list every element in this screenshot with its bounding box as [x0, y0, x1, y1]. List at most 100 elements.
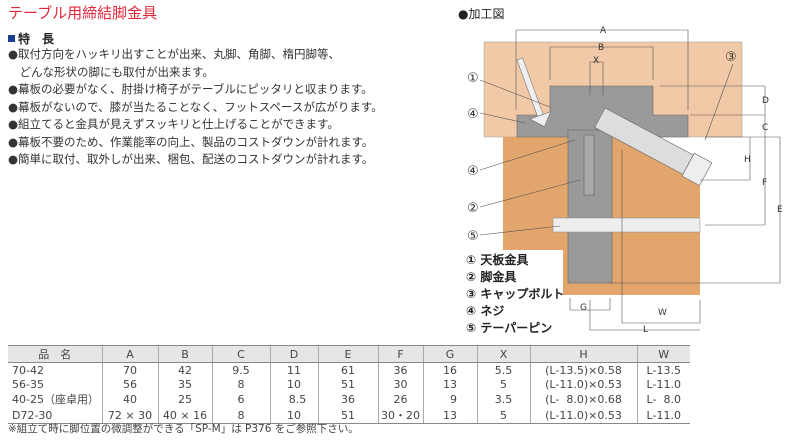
- diagram-legend: ① 天板金具 ② 脚金具 ③ キャップボルト ④ ネジ ⑤ テーパーピン: [466, 252, 564, 337]
- table-cell: 26: [377, 391, 423, 407]
- dim-L: L: [643, 325, 648, 335]
- table-cell: 9.5: [211, 362, 270, 377]
- column-header: W: [636, 345, 690, 363]
- table-cell: 30・20: [377, 407, 423, 424]
- feature-item: ●幕板がないので、膝が当たることなく、フットスペースが広がります。: [8, 99, 383, 114]
- callout-3: ③: [725, 50, 737, 65]
- table-cell: 9: [422, 391, 477, 407]
- table-cell: L- 8.0: [636, 391, 690, 407]
- table-cell: 36: [317, 391, 378, 407]
- table-cell: 70-42: [12, 363, 44, 377]
- dim-C: C: [762, 123, 768, 133]
- table-cell: 5.5: [476, 362, 530, 377]
- column-header: D: [269, 345, 318, 363]
- table-cell: 51: [317, 407, 378, 424]
- taper-pin: [552, 217, 701, 233]
- dim-A: A: [600, 26, 607, 36]
- dim-D: D: [762, 96, 769, 106]
- feature-item: ●簡単に取付、取外しが出来、梱包、配送のコストダウンが計れます。: [8, 152, 374, 166]
- table-cell: 35: [157, 377, 212, 391]
- column-header: C: [211, 345, 270, 363]
- dim-X: X: [593, 56, 599, 66]
- dimension-lines: [479, 29, 781, 331]
- column-header: A: [101, 345, 158, 363]
- table-cell: 8.5: [269, 391, 318, 407]
- dim-H: H: [744, 155, 751, 165]
- column-header: 品 名: [8, 345, 102, 363]
- table-cell: 40 × 16: [157, 407, 212, 424]
- table-cell: 8: [211, 407, 270, 424]
- cap-bolt: [594, 107, 713, 186]
- table-cell: 5: [476, 377, 530, 391]
- table-cell: 13: [422, 407, 477, 424]
- table-cell: 11: [269, 362, 318, 377]
- dim-B: B: [598, 43, 604, 53]
- table-cell: 70: [101, 362, 158, 377]
- legend-item: ③ キャップボルト: [466, 287, 565, 301]
- leg-screw: [583, 134, 595, 196]
- column-header: B: [157, 345, 212, 363]
- table-cell: 10: [269, 377, 318, 391]
- table-cell: 25: [157, 391, 212, 407]
- table-cell: L-13.5: [636, 362, 690, 377]
- table-cell: (L-11.0)×0.53: [529, 377, 637, 391]
- column-header: H: [529, 345, 637, 363]
- callout-5: ⑤: [467, 229, 479, 244]
- callout-2: ②: [467, 201, 479, 216]
- footnote: ※組立て時に脚位置の微調整ができる「SP-M」は P376 をご参照下さい。: [8, 423, 359, 435]
- feature-item: ●幕板の必要がなく、肘掛け椅子がテーブルにピッタリと収まります。: [8, 82, 373, 96]
- table-cell: 51: [317, 377, 378, 391]
- legend-item: ① 天板金具: [466, 253, 529, 267]
- features-heading: 特 長: [8, 30, 54, 47]
- callout-1: ①: [467, 71, 479, 86]
- dim-G: G: [580, 303, 587, 313]
- table-cell: 13: [422, 377, 477, 391]
- table-cell: 36: [377, 362, 423, 377]
- table-cell: 42: [157, 362, 212, 377]
- table-cell: 40: [101, 391, 158, 407]
- table-cell: (L-11.0)×0.53: [529, 407, 637, 424]
- table-cell: (L- 8.0)×0.68: [529, 391, 637, 407]
- table-cell: 56: [101, 377, 158, 391]
- diagram-heading: ●加工図: [458, 7, 505, 21]
- legend-item: ⑤ テーパーピン: [466, 321, 553, 335]
- column-header: E: [317, 345, 378, 363]
- legend-item: ② 脚金具: [466, 270, 517, 284]
- column-header: X: [476, 345, 530, 363]
- table-cell: 3.5: [476, 391, 530, 407]
- table-cell: 56-35: [12, 377, 44, 391]
- square-bullet-icon: [8, 35, 15, 42]
- table-cell: (L-13.5)×0.58: [529, 362, 637, 377]
- dim-F: F: [762, 178, 767, 188]
- table-cell: 8: [211, 377, 270, 391]
- callout-4: ④: [467, 164, 479, 179]
- page-title: テーブル用締結脚金具: [8, 4, 158, 22]
- table-cell: D72-30: [8, 407, 102, 424]
- table-cell: 30: [377, 377, 423, 391]
- processing-diagram: A B X D C H F E G W L ① ④ ④ ② ⑤ ③: [467, 26, 783, 335]
- callout-4: ④: [467, 107, 479, 122]
- dim-W: W: [658, 308, 667, 318]
- features-list: ●取付方向をハッキリ出すことが出来、丸脚、角脚、楕円脚等、 どんな形状の脚にも取…: [8, 46, 383, 169]
- table-cell: 72 × 30: [101, 407, 158, 424]
- feature-item: ●組立てると金具が見えずスッキリと仕上げることができます。: [8, 117, 339, 131]
- features-heading-text: 特 長: [18, 32, 55, 46]
- table-cell: 40-25（座卓用）: [12, 393, 99, 406]
- table-cell: 6: [211, 391, 270, 407]
- column-header: G: [422, 345, 477, 363]
- feature-item: ●幕板不要のため、作業能率の向上、製品のコストダウンが計れます。: [8, 134, 374, 149]
- feature-item: ●取付方向をハッキリ出すことが出来、丸脚、角脚、楕円脚等、 どんな形状の脚にも取…: [8, 47, 341, 79]
- legend-item: ④ ネジ: [466, 304, 505, 318]
- dim-E: E: [777, 205, 783, 215]
- table-cell: L-11.0: [636, 377, 690, 391]
- table-cell: 16: [422, 362, 477, 377]
- table-cell: 61: [317, 362, 378, 377]
- column-header: F: [377, 345, 423, 363]
- table-cell: 10: [269, 407, 318, 424]
